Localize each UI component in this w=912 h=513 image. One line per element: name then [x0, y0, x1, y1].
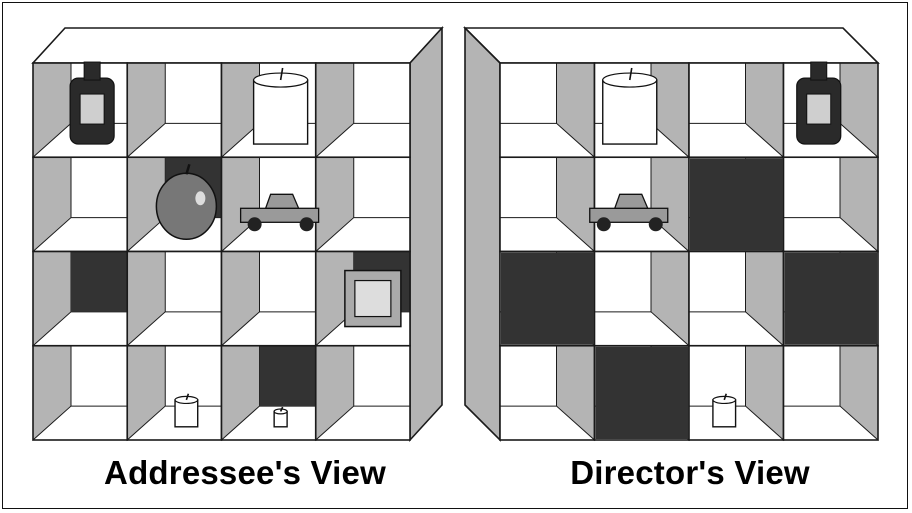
shelf-cell-0-2: [688, 62, 785, 159]
shelf-cell-2-0: [499, 250, 596, 347]
shelf-cell-0-0: [499, 62, 596, 159]
shelf-cell-0-1: [126, 62, 223, 159]
shelf-cell-3-3: [314, 344, 411, 442]
shelf-cell-0-3: [314, 62, 411, 159]
shelf-top: [31, 27, 444, 64]
shelf-cell-1-3: [314, 156, 411, 253]
director-view-caption: Director's View: [570, 454, 810, 491]
shelf-top: [463, 27, 880, 64]
shelf-cell-3-2: [220, 344, 317, 442]
candle-object: [712, 393, 737, 428]
shelf-side-panel: [464, 26, 501, 442]
occluder-panel: [501, 252, 594, 345]
candle-object: [273, 406, 288, 428]
bottle-object: [796, 61, 842, 145]
occluder-panel: [784, 252, 877, 345]
shelf-cell-2-2: [220, 250, 317, 347]
shelf-cell-1-0: [32, 156, 129, 253]
shelf-cell-2-0: [32, 250, 129, 347]
shelf-cell-2-1: [126, 250, 223, 347]
shelf-cell-3-3: [782, 344, 879, 442]
shelf-cell-3-0: [32, 344, 129, 442]
shelf-cell-2-1: [593, 250, 690, 347]
occluder-panel: [259, 345, 316, 407]
director-shelf: [463, 26, 880, 442]
candle-object: [602, 67, 658, 145]
occluder-panel: [71, 251, 128, 312]
block-object: [344, 269, 402, 328]
shelf-cell-1-2: [688, 156, 785, 253]
addressee-view-caption: Addressee's View: [104, 454, 386, 491]
shelf-cell-3-1: [593, 344, 690, 442]
shelf-cell-3-2: [688, 344, 785, 442]
shelf-cell-1-0: [499, 156, 596, 253]
shelf-cell-2-2: [688, 250, 785, 347]
occluder-panel: [690, 158, 783, 251]
bottle-object: [69, 61, 115, 145]
truck-object: [239, 193, 320, 232]
addressee-shelf: [31, 25, 444, 443]
shelf-cell-1-3: [782, 156, 879, 253]
candle-object: [252, 67, 309, 145]
truck-object: [589, 193, 669, 232]
shelf-cell-2-3: [782, 250, 879, 347]
occluder-panel: [595, 346, 688, 439]
apple-object: [155, 163, 218, 241]
shelf-cell-3-0: [499, 344, 596, 442]
shelf-side-panel: [409, 25, 443, 443]
candle-object: [174, 393, 199, 428]
